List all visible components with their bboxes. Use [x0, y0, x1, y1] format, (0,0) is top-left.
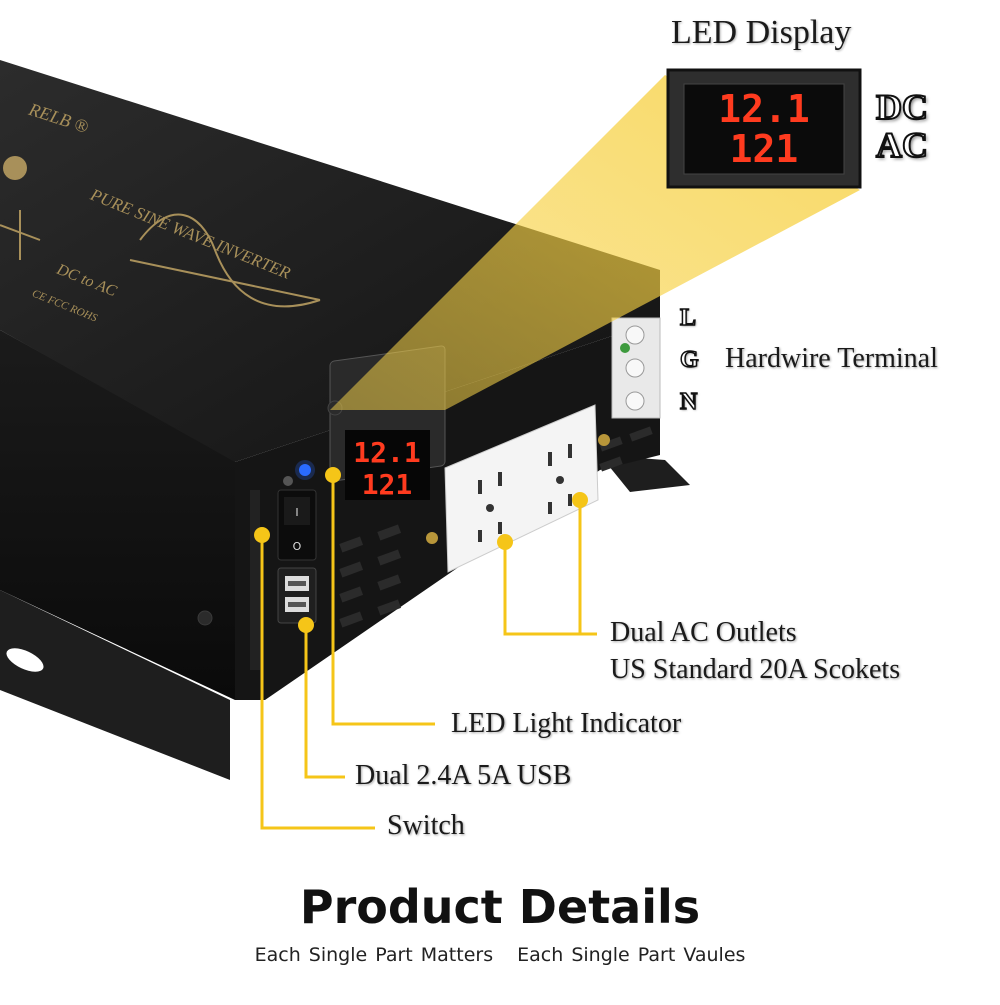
led-light-indicator-label: LED Light Indicator — [451, 708, 682, 739]
zoom-display-top: 12.1 — [718, 87, 810, 131]
callout-dots — [254, 467, 588, 633]
led-light-indicator — [299, 464, 311, 476]
ac-outlet-plate — [444, 404, 599, 573]
dc-label: DC — [875, 86, 929, 128]
page-subtitle: Each Single Part Matters Each Single Par… — [0, 944, 1000, 966]
side-slot — [250, 490, 260, 670]
subtitle-left: Each Single Part Matters — [254, 944, 494, 966]
terminal-g-label: G — [679, 346, 699, 374]
svg-text:O: O — [293, 540, 302, 553]
top-logo-graphics — [0, 210, 321, 308]
zoom-display-bottom: 121 — [730, 127, 799, 171]
page-title: Product Details — [299, 880, 701, 934]
callout-lines — [260, 475, 597, 830]
ac-outlet-sockets — [478, 444, 572, 542]
hardwire-terminal-label: Hardwire Terminal — [725, 343, 938, 374]
subtitle-right: Each Single Part Vaules — [517, 944, 746, 966]
dual-usb-label: Dual 2.4A 5A USB — [355, 760, 572, 791]
front-display-bottom: 121 — [362, 468, 413, 501]
front-display-top: 12.1 — [353, 436, 420, 469]
ac-label: AC — [875, 124, 929, 166]
sun-icon — [3, 156, 27, 180]
ground-screw — [426, 532, 438, 544]
terminal-n-label: N — [679, 388, 698, 416]
svg-text:I: I — [295, 506, 298, 519]
hardwire-terminal-block — [611, 317, 661, 419]
led-display-label: LED Display — [671, 14, 852, 51]
mounting-slot — [6, 648, 44, 672]
reset-button — [283, 476, 293, 486]
dual-ac-outlets-label: Dual AC Outlets — [610, 617, 797, 648]
inverter-side-panel — [0, 330, 235, 700]
mounting-flange — [0, 590, 230, 780]
terminal-l-label: L — [679, 304, 697, 332]
switch-label: Switch — [387, 810, 465, 841]
us-standard-sockets-label: US Standard 20A Scokets — [610, 654, 901, 685]
vent-slots — [339, 426, 653, 628]
